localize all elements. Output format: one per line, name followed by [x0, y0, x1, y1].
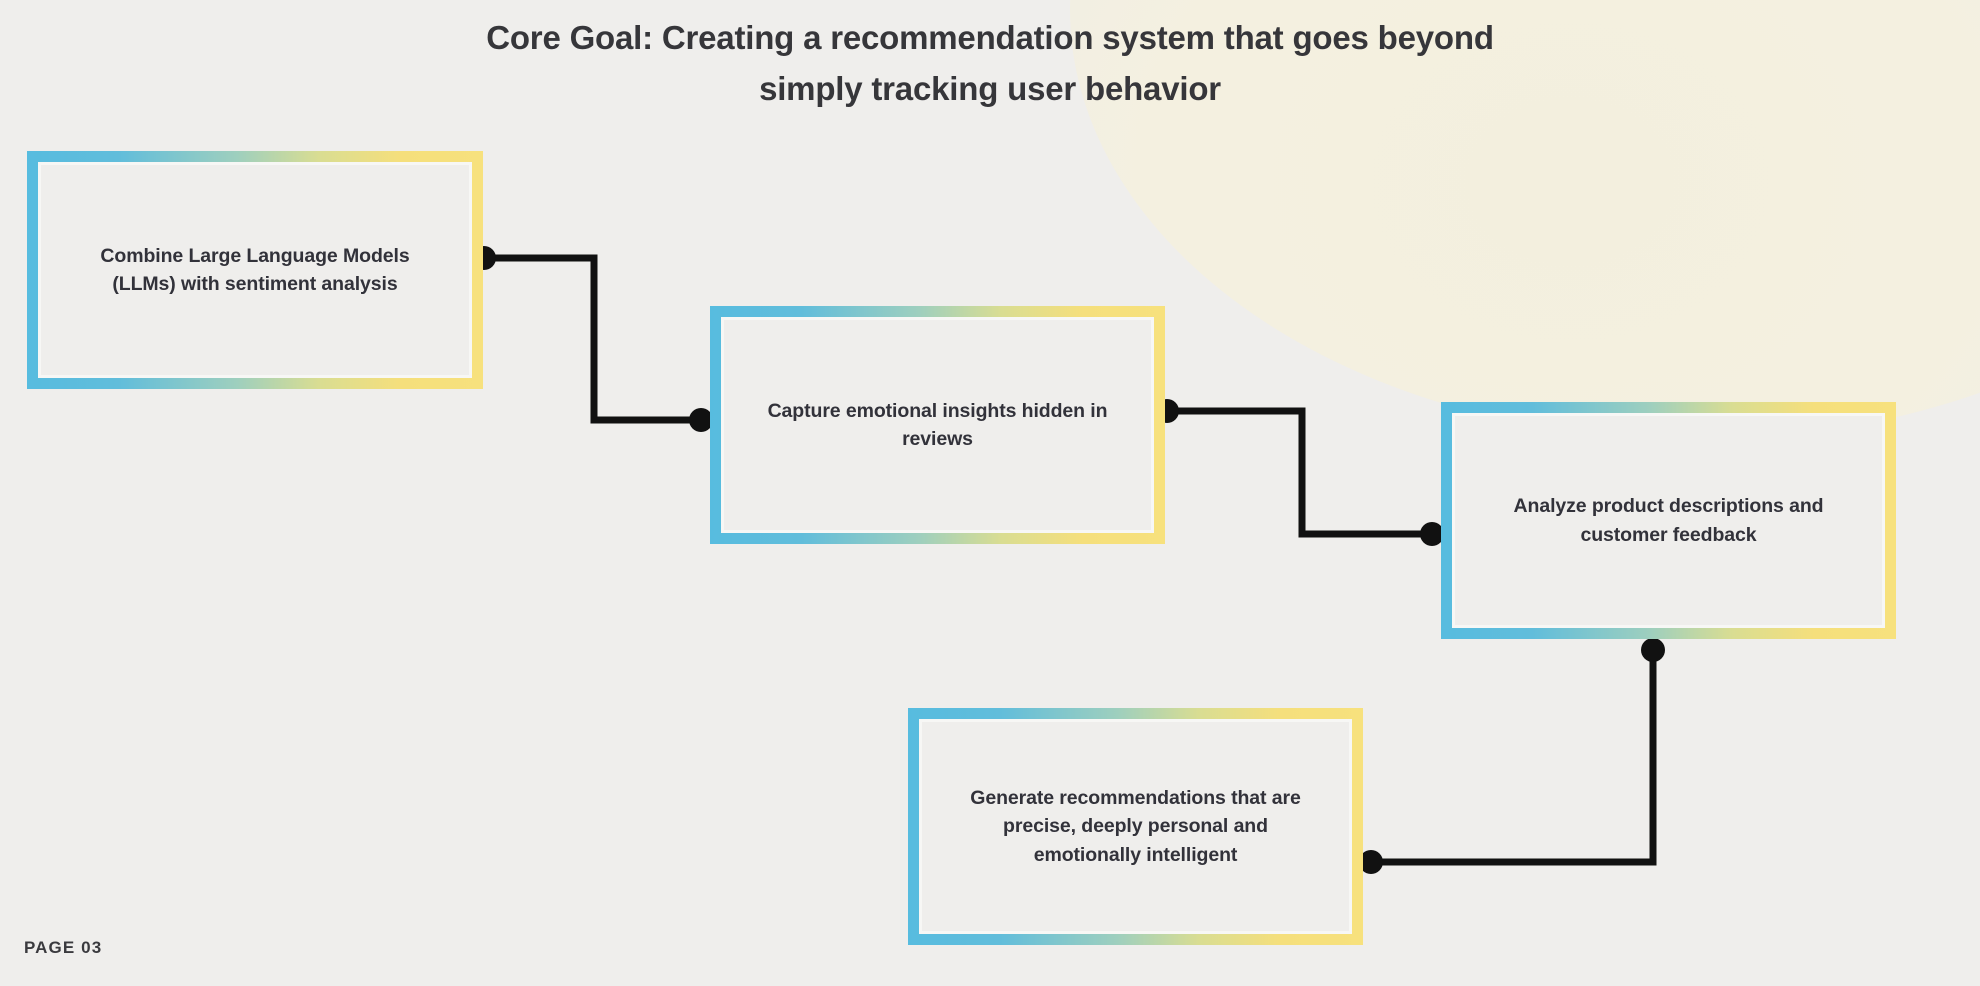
page-number-label: PAGE 03 [24, 938, 103, 957]
connector-line-1 [480, 254, 704, 424]
connector-line-3 [1368, 646, 1657, 866]
page-title-line-1: Core Goal: Creating a recommendation sys… [486, 19, 1494, 56]
flow-step-box-3-inner: Analyze product descriptions and custome… [1452, 413, 1885, 628]
page-title-line-2: simply tracking user behavior [759, 70, 1221, 107]
flow-step-box-1-inner: Combine Large Language Models (LLMs) wit… [38, 162, 472, 378]
flow-step-box-4-inner: Generate recommendations that are precis… [919, 719, 1352, 934]
flow-step-label-1: Combine Large Language Models (LLMs) wit… [100, 244, 410, 296]
flow-step-box-2[interactable]: Capture emotional insights hidden in rev… [710, 306, 1165, 544]
flow-step-box-2-inner: Capture emotional insights hidden in rev… [721, 317, 1154, 533]
page-title: Core Goal: Creating a recommendation sys… [0, 12, 1980, 114]
flow-step-label-2: Capture emotional insights hidden in rev… [767, 399, 1108, 451]
connector-step3-to-step4 [1359, 638, 1665, 874]
connector-endpoint-dot [1641, 638, 1665, 662]
flow-step-box-3[interactable]: Analyze product descriptions and custome… [1441, 402, 1896, 639]
connector-step1-to-step2 [472, 246, 713, 432]
flow-step-box-1[interactable]: Combine Large Language Models (LLMs) wit… [27, 151, 483, 389]
flow-step-label-4: Generate recommendations that are precis… [970, 786, 1301, 866]
flow-step-box-4[interactable]: Generate recommendations that are precis… [908, 708, 1363, 945]
flow-step-label-3: Analyze product descriptions and custome… [1513, 495, 1824, 546]
connector-line-2 [1163, 407, 1434, 538]
connector-step2-to-step3 [1155, 399, 1444, 546]
